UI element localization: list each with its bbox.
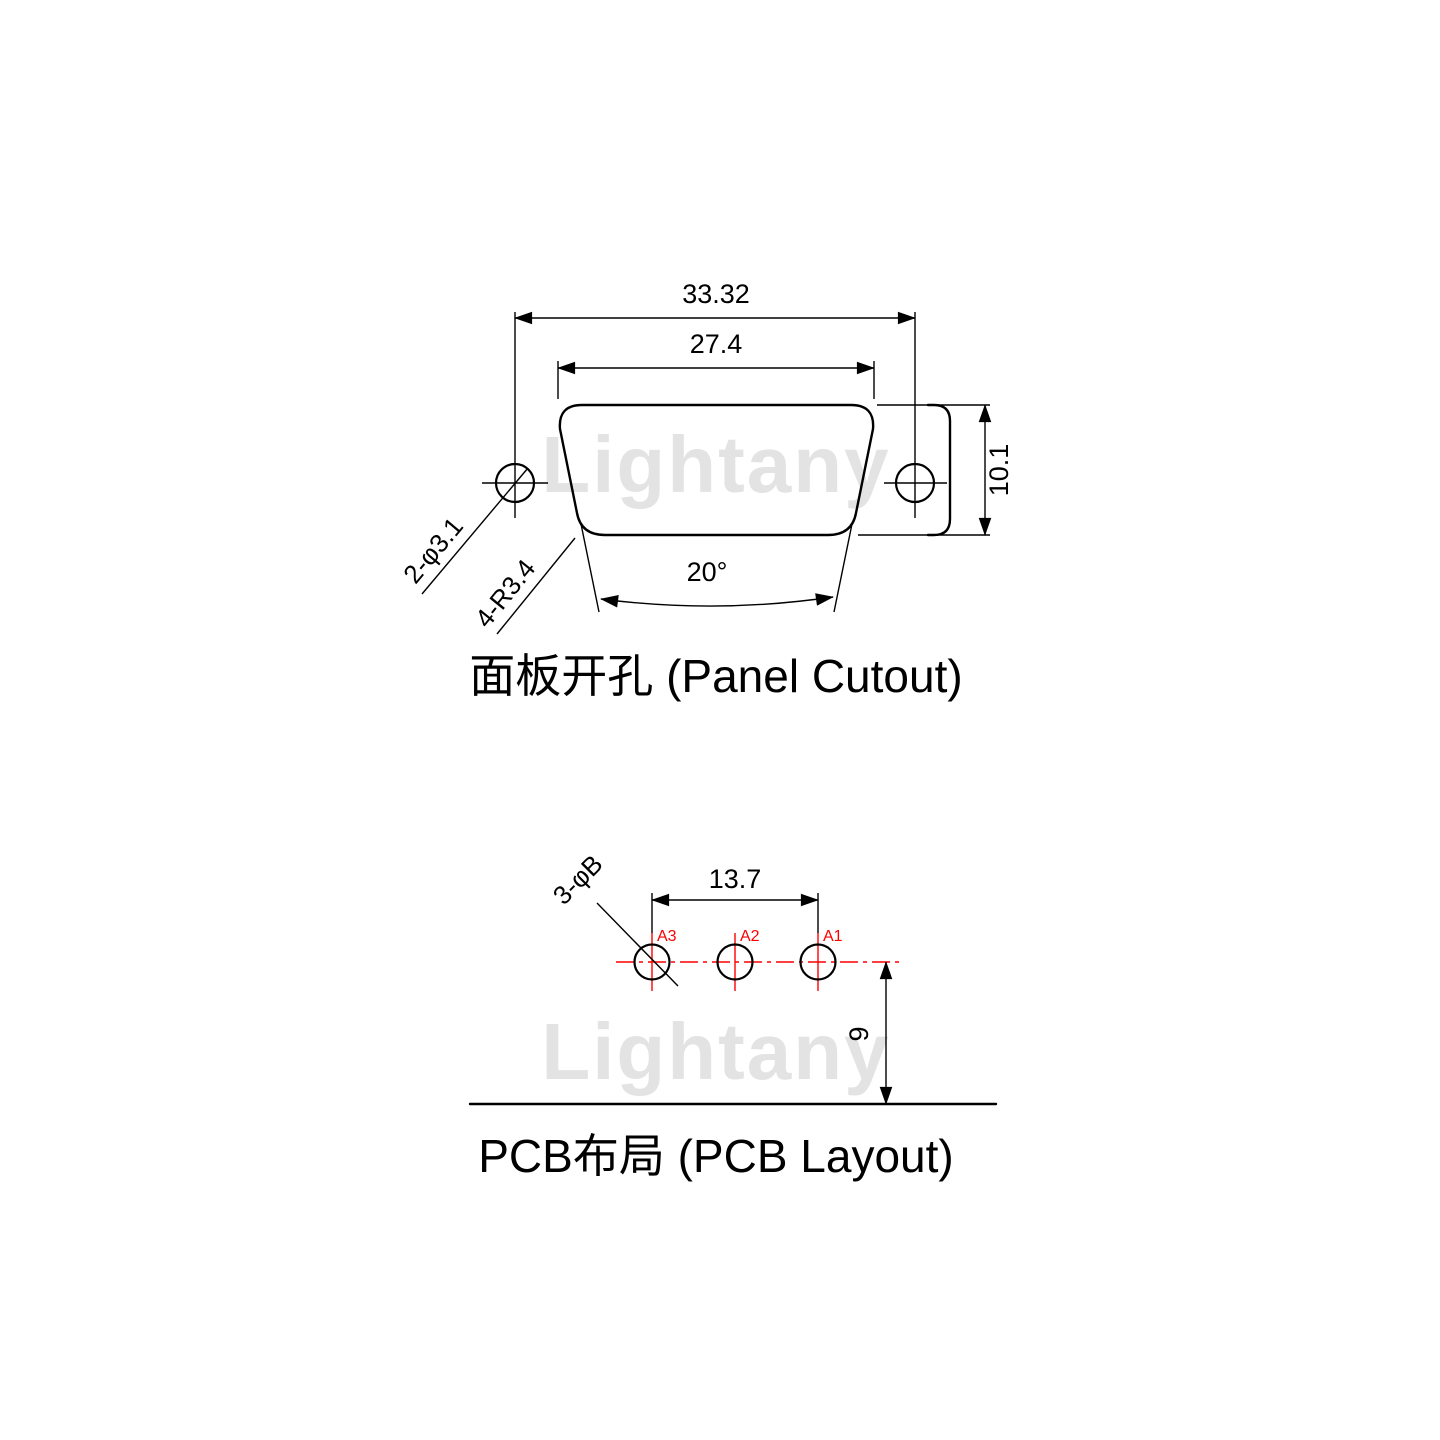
pad-label-a1: A1 [823,928,843,945]
watermark-layer: Lightany Lightany [541,420,890,1096]
pad-label-a2: A2 [740,928,760,945]
watermark-bottom: Lightany [541,1007,890,1096]
panel-cutout-title: 面板开孔 (Panel Cutout) [469,650,962,702]
panel-cutout-drawing: 33.32 27.4 10.1 20° 2-φ3.1 4-R3.4 面板开孔 (… [397,279,1014,702]
dim-cutout-width-value: 27.4 [690,329,743,359]
watermark-top: Lightany [541,420,890,509]
pcb-layout-title: PCB布局 (PCB Layout) [478,1130,953,1182]
pcb-layout-drawing: A3 A2 A1 13.7 3-φB 9 PCB布局 (PCB Layout) [468,849,998,1182]
angle-ext-line-left [580,523,600,613]
label-pcb-holes: 3-φB [547,849,609,911]
dim-pin-span-value: 13.7 [709,864,762,894]
pad-hole-a1 [799,943,837,981]
pad-label-a3: A3 [657,928,677,945]
pad-hole-a2 [716,943,754,981]
pad-hole-a3 [633,943,671,981]
dim-edge-distance-value: 9 [844,1026,874,1041]
dim-side-angle-value: 20° [687,557,728,587]
leader-pcb-holes [596,902,679,987]
angle-ext-line-right [833,523,853,613]
dim-height-value: 10.1 [984,444,1014,497]
dim-overall-width-value: 33.32 [682,279,750,309]
leader-corner-radius [496,537,576,635]
leader-mount-holes [421,467,529,595]
dsub-cutout-outline [558,403,875,537]
angle-dim-arc [600,593,834,608]
mount-ear-right-outline [926,403,952,537]
